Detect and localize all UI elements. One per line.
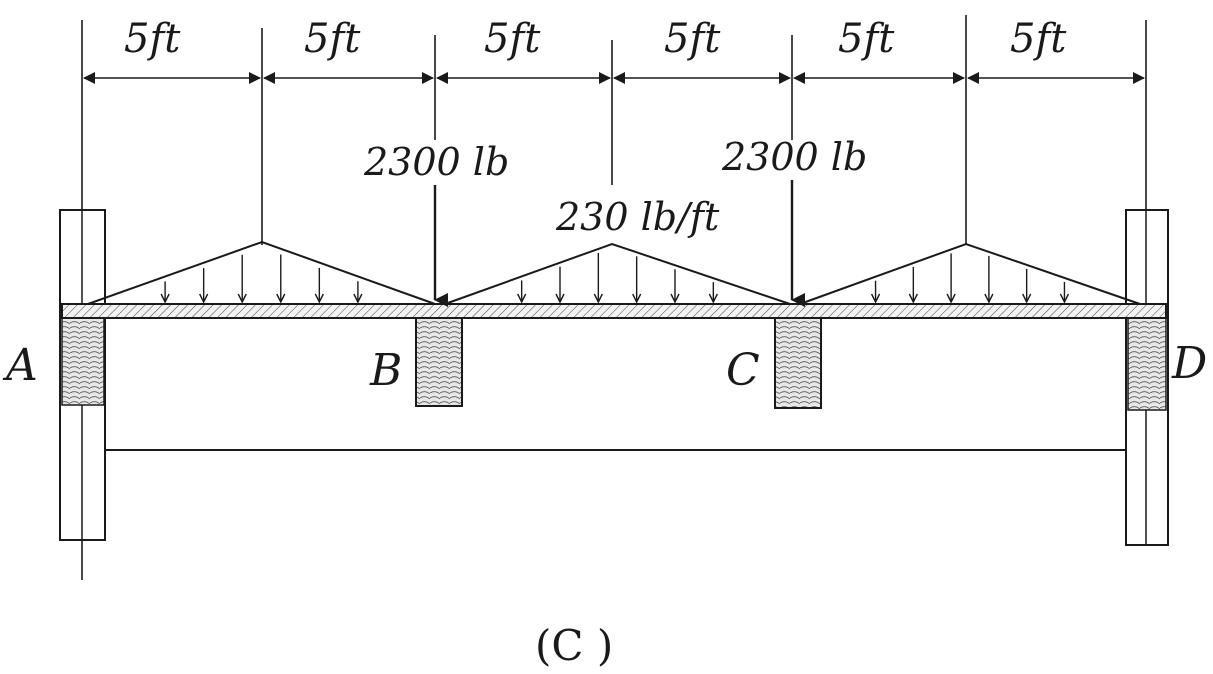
load-arrow-head [946, 293, 956, 304]
span-label-6: 5ft [1010, 16, 1067, 62]
load-arrow-head [555, 293, 565, 304]
load-arrow-head [984, 293, 994, 304]
load-arrow-head [517, 293, 527, 304]
span-label-3: 5ft [484, 16, 541, 62]
load-arrow-head [314, 293, 324, 304]
support-label-a: A [2, 340, 38, 391]
figure-caption: (C ) [535, 621, 613, 670]
load-arrow-head [199, 293, 209, 304]
distributed-load-triangles [87, 240, 1141, 305]
load-arrow-head [870, 293, 881, 304]
beam [61, 303, 1167, 319]
load-arrow-head [160, 293, 170, 304]
load-arrow-head [276, 293, 286, 304]
point-load-label-b: 2300 lb [363, 140, 509, 184]
wall-column-right [1125, 209, 1169, 546]
distributed-load-label: 230 lb/ft [555, 195, 720, 239]
span-label-4: 5ft [664, 16, 721, 62]
load-arrow-head [237, 293, 247, 304]
span-label-5: 5ft [838, 16, 895, 62]
load-arrow-head [1059, 293, 1070, 304]
span-label-2: 5ft [304, 16, 361, 62]
load-arrow-head [708, 293, 718, 304]
load-arrow-head [908, 293, 918, 304]
load-arrow-head [1022, 293, 1032, 304]
support-post-b [415, 317, 463, 407]
span-label-1: 5ft [124, 16, 181, 62]
support-label-c: C [726, 345, 760, 396]
support-label-b: B [369, 345, 402, 396]
distributed-load-arrows [160, 252, 1070, 304]
load-arrow-head [353, 293, 363, 304]
load-arrow-head [632, 293, 642, 304]
support-label-d: D [1171, 338, 1207, 389]
load-arrow-head [593, 293, 603, 304]
wall-column-left [59, 209, 106, 541]
point-load-label-c: 2300 lb [721, 135, 867, 179]
support-post-c [774, 317, 822, 409]
load-arrow-head [670, 293, 680, 304]
